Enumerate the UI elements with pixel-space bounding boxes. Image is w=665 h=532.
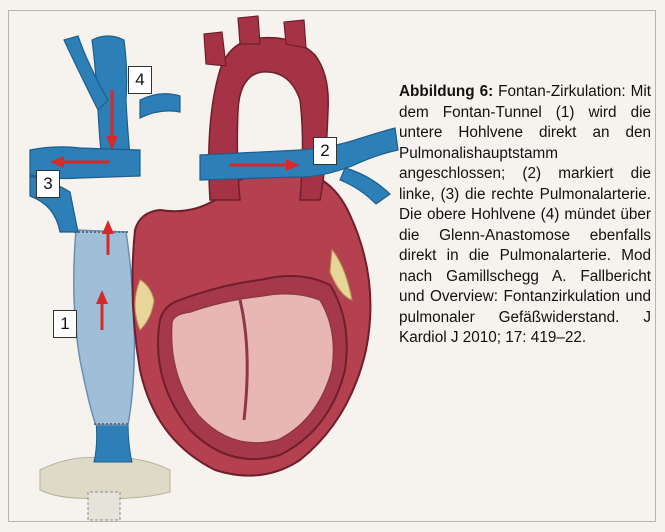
fontan-tunnel [74, 230, 135, 425]
figure-caption: Abbildung 6: Fontan-Zirkulation: Mit dem… [399, 82, 651, 349]
ivc-blue-segment [94, 420, 132, 462]
aortic-branch-3 [284, 20, 306, 48]
marker-label-3: 3 [36, 170, 60, 198]
svc-right-branch [140, 94, 180, 118]
marker-label-2: 2 [313, 137, 337, 165]
flow-arrow-tunnel-upper-head [102, 220, 114, 234]
marker-label-4: 4 [128, 66, 152, 94]
ivc-lower-stub [88, 492, 120, 520]
aortic-branch-1 [204, 32, 226, 66]
figure-caption-text: Fontan-Zirkulation: Mit dem Fontan-Tunne… [399, 83, 651, 346]
marker-label-1: 1 [53, 310, 77, 338]
aortic-branch-2 [238, 16, 260, 44]
figure-label: Abbildung 6: [399, 83, 493, 100]
lpa-lower-branch [340, 168, 390, 204]
